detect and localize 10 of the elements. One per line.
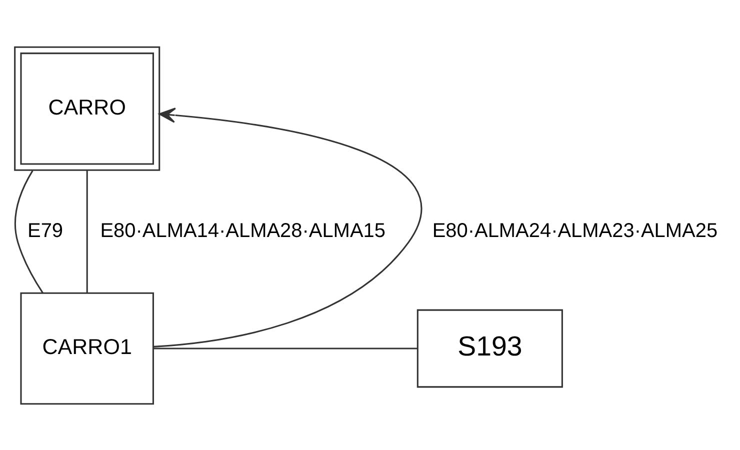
arrow: [154, 107, 422, 347]
node-box: S193: [416, 308, 563, 388]
edge-label: E79: [28, 219, 64, 242]
connector: [154, 347, 417, 349]
edge-label: E80·ALMA24·ALMA23·ALMA25: [432, 219, 718, 242]
node-box: CARRO: [14, 46, 160, 170]
node-box: CARRO1: [20, 292, 154, 404]
edge-label: E80·ALMA14·ALMA28·ALMA15: [100, 219, 386, 242]
connector: [86, 170, 88, 292]
connector: [14, 170, 44, 293]
